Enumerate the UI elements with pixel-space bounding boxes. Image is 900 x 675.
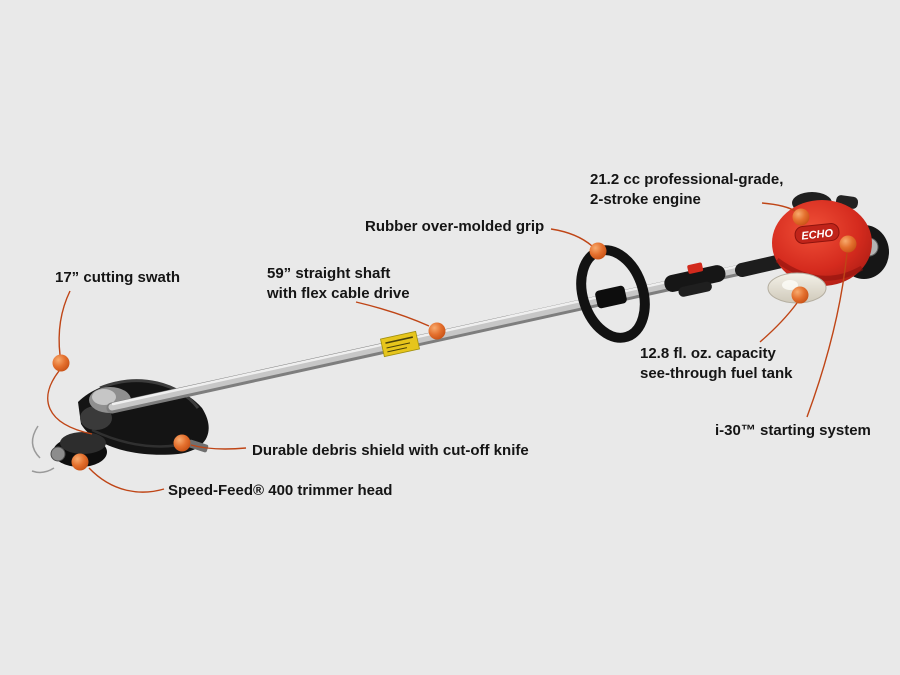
marker-engine bbox=[792, 208, 810, 226]
connector-starting-system bbox=[806, 252, 848, 418]
connector-cutting-swath-arc bbox=[47, 370, 93, 435]
loop-handle bbox=[576, 245, 650, 343]
feature-markers bbox=[52, 208, 857, 471]
callout-shaft-label: 59” straight shaft with flex cable drive bbox=[267, 265, 410, 303]
callout-cutting-swath-label: 17” cutting swath bbox=[55, 269, 181, 286]
ignition-switch bbox=[687, 262, 704, 274]
marker-debris-shield bbox=[173, 434, 191, 452]
callout-trimmer-head-label: Speed-Feed® 400 trimmer head bbox=[168, 482, 393, 499]
callout-fuel-tank-label: 12.8 fl. oz. capacity see-through fuel t… bbox=[640, 345, 793, 383]
trimmer-spool-top bbox=[60, 432, 106, 454]
trimmer-line-string bbox=[31, 425, 41, 459]
brand-logo-text: ECHO bbox=[801, 227, 834, 242]
shield-ridge bbox=[99, 379, 200, 409]
trimmer-line-string-2 bbox=[31, 467, 55, 474]
callout-starting-system-label: i-30™ starting system bbox=[715, 422, 871, 439]
gearbox-highlight bbox=[92, 389, 116, 405]
brand-badge bbox=[794, 223, 840, 244]
trimmer-illustration: ECHO bbox=[31, 192, 889, 474]
marker-cutting-swath bbox=[52, 354, 70, 372]
fuel-tank-highlight bbox=[782, 280, 798, 290]
marker-fuel-tank bbox=[791, 286, 809, 304]
connector-trimmer-head bbox=[88, 467, 165, 493]
connector-shaft bbox=[355, 301, 430, 327]
spool-knob bbox=[50, 446, 66, 462]
marker-trimmer-head bbox=[71, 453, 89, 471]
engine-cover-seam bbox=[775, 257, 864, 281]
connector-lines bbox=[47, 202, 848, 493]
throttle-trigger bbox=[664, 262, 726, 297]
warning-label bbox=[380, 330, 420, 358]
connector-cutting-swath bbox=[58, 290, 71, 356]
connector-engine bbox=[761, 202, 798, 213]
callout-engine-label: 21.2 cc professional-grade, 2-stroke eng… bbox=[590, 171, 784, 209]
marker-grip bbox=[589, 242, 607, 260]
connector-grip bbox=[550, 228, 593, 247]
callout-grip-label: Rubber over-molded grip bbox=[365, 218, 545, 235]
connector-debris-shield bbox=[190, 444, 247, 450]
marker-starting-system bbox=[839, 235, 857, 253]
marker-shaft bbox=[428, 322, 446, 340]
callout-debris-shield-label: Durable debris shield with cut-off knife bbox=[252, 442, 529, 459]
connector-fuel-tank bbox=[759, 302, 798, 343]
